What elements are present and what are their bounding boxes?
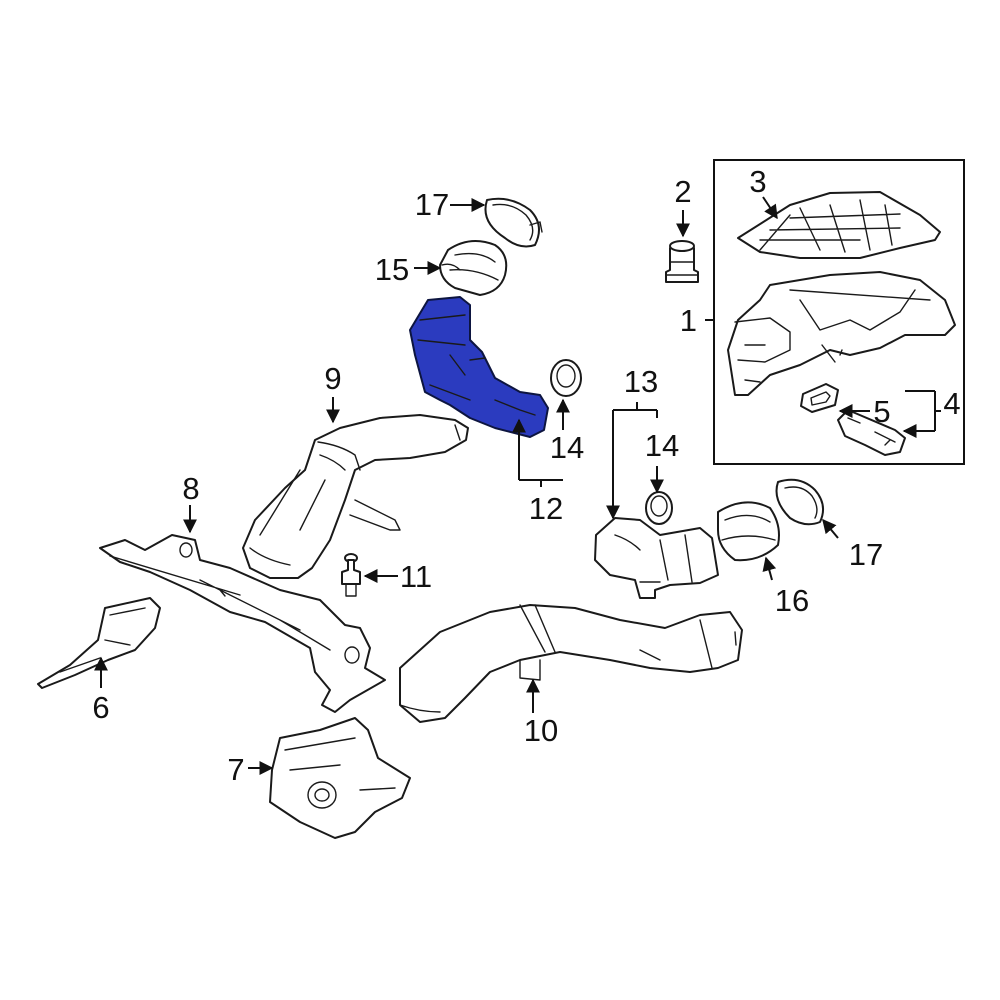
part-10-lower-duct[interactable] xyxy=(399,604,743,723)
part-12-intake-duct-highlighted[interactable] xyxy=(409,296,549,438)
part-7-heat-shield[interactable] xyxy=(269,717,411,839)
callout-14-left: 14 xyxy=(550,430,584,465)
air-cleaner-assembly-box xyxy=(713,159,965,465)
callout-12: 12 xyxy=(529,491,563,526)
callout-9: 9 xyxy=(324,361,341,396)
callout-13: 13 xyxy=(624,364,658,399)
callout-7: 7 xyxy=(227,752,244,787)
part-14-ring-left[interactable] xyxy=(550,359,582,397)
highlighted-duct-shape xyxy=(409,296,549,438)
part-17-clamp-lower[interactable] xyxy=(775,478,825,526)
callout-2: 2 xyxy=(674,174,691,209)
callout-1: 1 xyxy=(680,303,697,338)
part-9-duct[interactable] xyxy=(242,414,469,579)
part-6-shield[interactable] xyxy=(37,597,161,689)
part-14-ring-right[interactable] xyxy=(645,491,673,525)
callout-5: 5 xyxy=(873,394,890,429)
part-17-clamp-upper[interactable] xyxy=(484,197,543,248)
part-15-coupler[interactable] xyxy=(439,240,508,296)
callout-17-lower: 17 xyxy=(849,537,883,572)
callout-labels: 1 2 3 4 5 6 7 8 9 10 11 12 13 14 14 15 1… xyxy=(92,164,960,787)
part-16-hose[interactable] xyxy=(717,501,780,562)
callout-17-upper: 17 xyxy=(415,187,449,222)
callout-6: 6 xyxy=(92,690,109,725)
callout-10: 10 xyxy=(524,713,558,748)
part-13-elbow-pipe[interactable] xyxy=(594,517,719,599)
part-8-bracket[interactable] xyxy=(99,534,386,713)
part-4-mass-airflow-sensor[interactable] xyxy=(837,409,906,456)
callout-11: 11 xyxy=(400,559,432,594)
callout-4: 4 xyxy=(943,386,960,421)
callout-15: 15 xyxy=(375,252,409,287)
callout-16: 16 xyxy=(775,583,809,618)
callout-3: 3 xyxy=(749,164,766,199)
part-1-air-cleaner-housing[interactable] xyxy=(727,271,956,396)
part-5-seal[interactable] xyxy=(800,383,839,413)
part-2-grommet[interactable] xyxy=(665,240,699,283)
part-3-air-cleaner-cover[interactable] xyxy=(737,191,941,259)
leader-lines xyxy=(94,196,941,775)
callout-8: 8 xyxy=(182,471,199,506)
callout-14-right: 14 xyxy=(645,428,679,463)
part-11-bolt[interactable] xyxy=(341,553,361,597)
